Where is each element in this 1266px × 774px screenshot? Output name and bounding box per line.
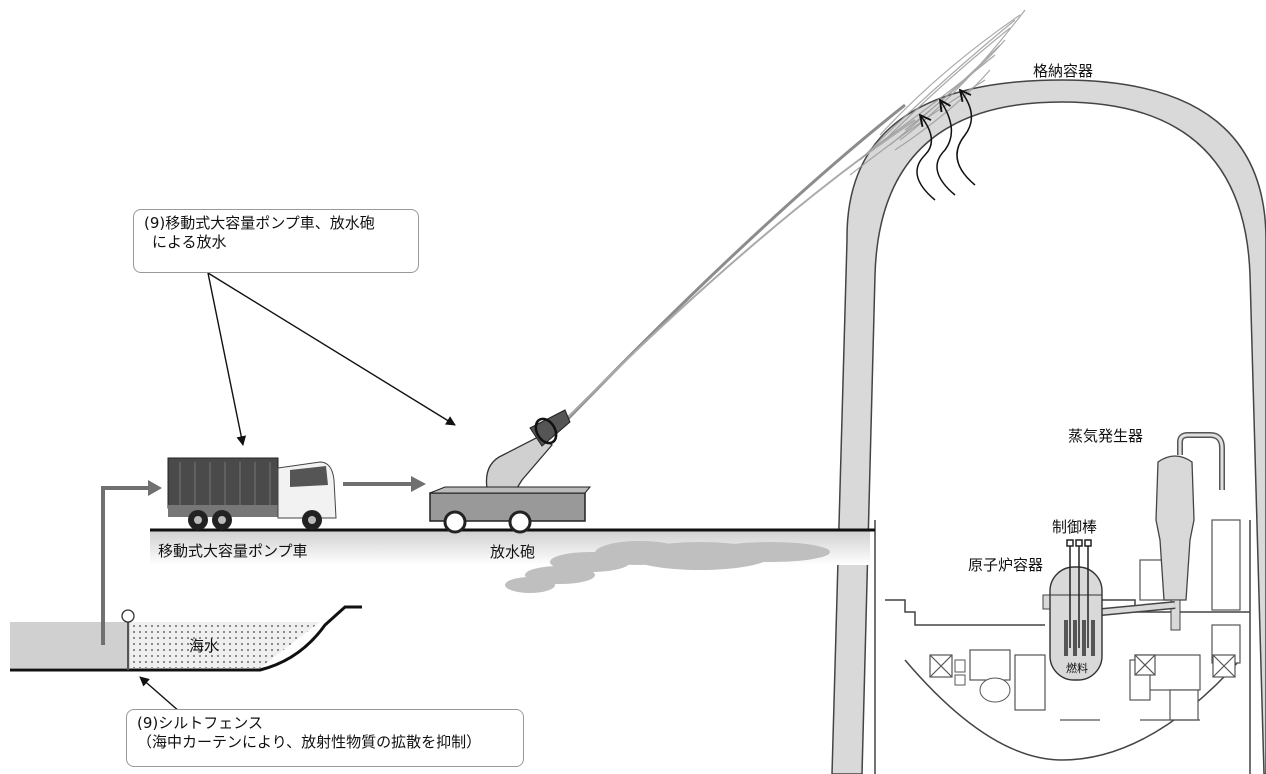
water-spray: [560, 9, 1026, 427]
control-rods: [1066, 539, 1092, 648]
steam-generator: [1155, 432, 1225, 631]
supply-arrowhead-2: [411, 476, 426, 492]
callout-pump-water-line2: による放水: [152, 233, 227, 251]
label-containment: 格納容器: [1033, 62, 1093, 80]
callout-silt-fence-line1: (9)シルトフェンス: [137, 714, 263, 732]
label-control-rods: 制御棒: [1052, 518, 1097, 536]
label-seawater: 海水: [189, 637, 219, 655]
label-water-cannon: 放水砲: [490, 543, 535, 561]
seawater-area: [10, 605, 362, 672]
label-pump-truck: 移動式大容量ポンプ車: [158, 542, 308, 560]
callout-arrows: [139, 272, 456, 713]
callout-pump-water-line1: (9)移動式大容量ポンプ車、放水砲: [144, 214, 375, 232]
supply-arrowhead-1: [148, 480, 162, 496]
fuel-assembly: [1064, 620, 1095, 656]
label-steam-generator: 蒸気発生器: [1068, 427, 1143, 445]
pump-truck: [167, 457, 337, 530]
containment-building: [831, 79, 1266, 774]
water-puddle: [505, 541, 830, 593]
water-cannon: [429, 409, 592, 534]
callout-silt-fence: (9)シルトフェンス （海中カーテンにより、放射性物質の拡散を抑制）: [126, 709, 524, 767]
callout-pump-water: (9)移動式大容量ポンプ車、放水砲 による放水: [133, 209, 419, 273]
supply-arrows: [101, 482, 413, 645]
callout-silt-fence-line2: （海中カーテンにより、放射性物質の拡散を抑制）: [137, 733, 482, 751]
label-fuel: 燃料: [1066, 661, 1088, 675]
steam-arrows: [916, 90, 976, 201]
label-reactor-vessel: 原子炉容器: [968, 556, 1043, 574]
